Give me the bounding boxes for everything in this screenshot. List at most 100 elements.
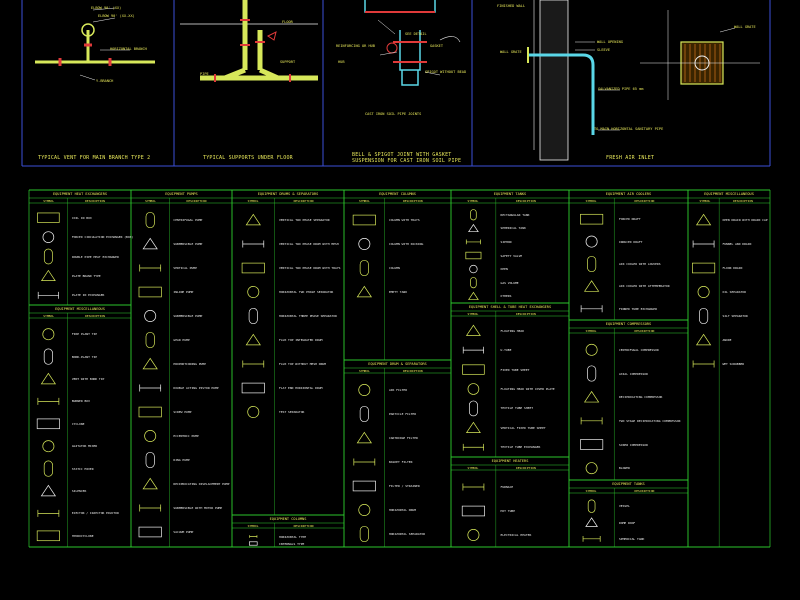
equipment-symbol xyxy=(142,237,158,250)
symbol-column-header: SYMBOL xyxy=(358,369,370,373)
vent-detail xyxy=(35,7,155,81)
legend-item-description: FLUX TOP INTEGRATED DRUM xyxy=(279,338,323,342)
legend-item-description: BASKET FILTER xyxy=(388,460,413,464)
equipment-symbol xyxy=(145,211,155,229)
legend-item-description: COLUMN WITH PACKING xyxy=(388,242,424,246)
legend-item-description: PLATE IN EXCHANGER xyxy=(71,293,105,298)
symbol-column-header: SYMBOL xyxy=(43,199,55,203)
inlet-label: FINISHED WALL xyxy=(497,4,526,8)
section-title: EQUIPMENT COMPRESSORS xyxy=(605,322,652,326)
joint-label: SEE DETAIL xyxy=(405,32,427,36)
equipment-symbol xyxy=(585,517,598,527)
leader-curve xyxy=(439,36,461,43)
legend-item-description: VESSEL xyxy=(618,504,630,509)
legend-item-description: EMPTY TANK xyxy=(388,290,407,294)
symbol-column-header: SYMBOL xyxy=(43,314,55,318)
equipment-symbol xyxy=(353,458,376,466)
description-column-header: DESCRIPTION xyxy=(634,199,655,203)
equipment-symbol xyxy=(692,262,716,274)
symbol-column-header: SYMBOL xyxy=(585,199,597,203)
description-column-header: DESCRIPTION xyxy=(186,199,207,203)
section-title: EQUIPMENT DRUMS & SEPARATORS xyxy=(257,192,319,196)
legend-item-description: SAFETY VALVE xyxy=(500,253,523,258)
legend-item-description: FLOATING HEAD xyxy=(500,328,525,333)
equipment-symbol xyxy=(465,251,482,260)
legend-item-description: FLOATING HEAD WITH COVER PLATE xyxy=(500,387,555,391)
legend-item-description: CYCLONE xyxy=(71,421,85,426)
equipment-symbol xyxy=(580,213,604,225)
equipment-symbol xyxy=(144,430,157,442)
legend-item-description: CENTRIFUGAL COMPRESSOR xyxy=(618,347,659,352)
legend-item-description: HORIZONTAL TYPE xyxy=(279,534,307,539)
legend-item-description: COLUMN WITH TRAYS xyxy=(388,218,420,222)
legend-item-description: TEXTILE TUBE EXCHANGER xyxy=(500,445,541,450)
equipment-symbol xyxy=(142,477,158,490)
legend-item-description: INLINE PUMP xyxy=(173,290,194,294)
equipment-symbol xyxy=(247,406,260,418)
legend-item-description: SPHERICAL TANK xyxy=(500,226,526,231)
equipment-symbol xyxy=(352,480,376,492)
equipment-symbol xyxy=(580,439,604,450)
legend-item-description: CENTRIFUGAL PUMP xyxy=(173,218,203,222)
inlet-label: GALVANIZED PIPE 65 mm xyxy=(598,87,644,91)
section-title: EQUIPMENT HEAT EXCHANGERS xyxy=(52,192,108,196)
section-title: EQUIPMENT COLUMNS xyxy=(379,192,416,196)
legend-item-description: RECIPROCATING COMPRESSOR xyxy=(618,395,663,400)
equipment-symbol xyxy=(40,484,57,497)
joint-detail xyxy=(364,0,461,86)
legend-item-description: SIPHON xyxy=(500,239,512,244)
bend xyxy=(258,67,280,81)
equipment-symbol xyxy=(36,418,60,430)
equipment-symbol xyxy=(138,286,162,298)
legend-item-description: COIL IN BOX xyxy=(71,215,92,220)
legend-item-description: OPEN DRAIN WITH DRAIN CAP xyxy=(722,218,768,222)
equipment-symbol xyxy=(585,343,598,356)
legend-item-description: AIR COOLER WITH LOUVERS xyxy=(618,262,661,266)
equipment-symbol xyxy=(43,348,53,365)
equipment-symbol xyxy=(37,397,60,405)
legend-item-description: DOUBLE ACTING PISTON PUMP xyxy=(173,386,219,390)
legend-item-description: FLAT END HORIZONTAL DRUM xyxy=(279,386,323,390)
legend-item-description: HORIZONTAL TWO PHASE SEPARATOR xyxy=(279,290,334,294)
legend-item-description: PLATE BRAND TYPE xyxy=(71,273,101,278)
joint-label: CAST IRON SOIL PIPE JOINTS xyxy=(365,112,422,116)
description-column-header: DESCRIPTION xyxy=(515,466,536,470)
description-column-header: DESCRIPTION xyxy=(515,312,536,316)
section-title: EQUIPMENT COLUMNS xyxy=(269,517,307,521)
legend-item-description: DOME ROOF xyxy=(618,520,636,525)
description-column-header: DESCRIPTION xyxy=(634,489,655,493)
equipment-symbol xyxy=(465,421,481,433)
legend-item-description: SILENCER xyxy=(71,489,87,493)
legend-item-description: BLOWER xyxy=(618,466,630,471)
equipment-symbol xyxy=(470,277,477,289)
legend-item-description: ECCENTRIC PUMP xyxy=(173,434,199,438)
equipment-symbol xyxy=(695,333,712,346)
equipment-symbol xyxy=(139,264,162,272)
equipment-symbol xyxy=(583,390,600,403)
inlet-label: TO MAIN HORIZONTAL SANITARY PIPE xyxy=(594,127,664,131)
legend-item-description: VERTICAL TWO PHASE DRUM WITH MESH xyxy=(279,242,339,246)
legend-item-description: FORCED CIRCULATION EXCHANGER (BOX) xyxy=(71,235,134,240)
legend-item-description: SUBMERSIBLE PUMP xyxy=(173,314,203,318)
spigot-end xyxy=(401,70,419,86)
equipment-symbol xyxy=(465,324,481,336)
equipment-symbol xyxy=(139,384,162,392)
symbol-column-header: SYMBOL xyxy=(585,329,597,333)
joint-label: GASKET xyxy=(430,44,443,48)
legend-item-description: SPHERICAL TANK xyxy=(618,536,645,541)
legend-item-description: SUBMERSIBLE WITH MOTOR PUMP xyxy=(173,506,223,510)
joint-label: REINFORCING OR HUB xyxy=(336,44,375,48)
symbol-column-header: SYMBOL xyxy=(358,199,370,203)
symbol-column-header: SYMBOL xyxy=(467,199,479,203)
inlet-label: WALL OPENING xyxy=(597,40,623,44)
equipment-symbol xyxy=(358,384,371,396)
leader xyxy=(377,19,396,35)
description-column-header: DESCRIPTION xyxy=(402,199,423,203)
legend-item-description: VERTICAL TWO PHASE SEPARATOR xyxy=(279,218,330,222)
section-title: EQUIPMENT TANKS xyxy=(493,192,527,196)
equipment-symbol xyxy=(145,331,155,349)
wall-section xyxy=(539,0,569,161)
equipment-symbol xyxy=(42,231,55,243)
legend-item-description: OTHERS xyxy=(500,294,512,299)
